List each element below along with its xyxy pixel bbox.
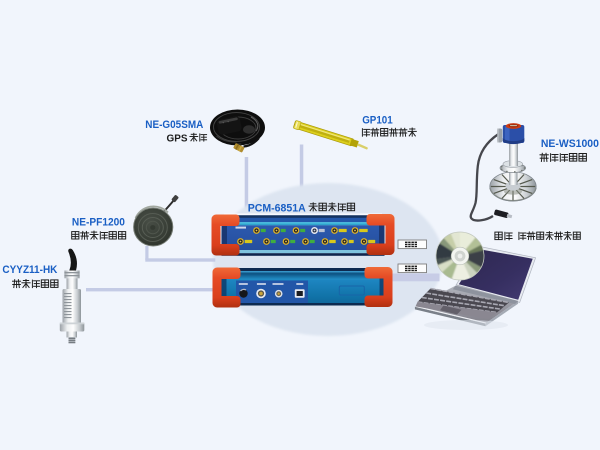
svg-text:GPS: GPS xyxy=(167,132,188,144)
svg-text:GP101: GP101 xyxy=(362,115,393,127)
svg-text:NE-WS1000: NE-WS1000 xyxy=(541,138,599,150)
svg-text:NE-PF1200: NE-PF1200 xyxy=(72,216,125,228)
svg-text:NE-G05SMA: NE-G05SMA xyxy=(145,119,203,131)
svg-text:CYYZ11-HK: CYYZ11-HK xyxy=(2,264,57,276)
svg-text:PCM-6851A: PCM-6851A xyxy=(248,203,306,215)
